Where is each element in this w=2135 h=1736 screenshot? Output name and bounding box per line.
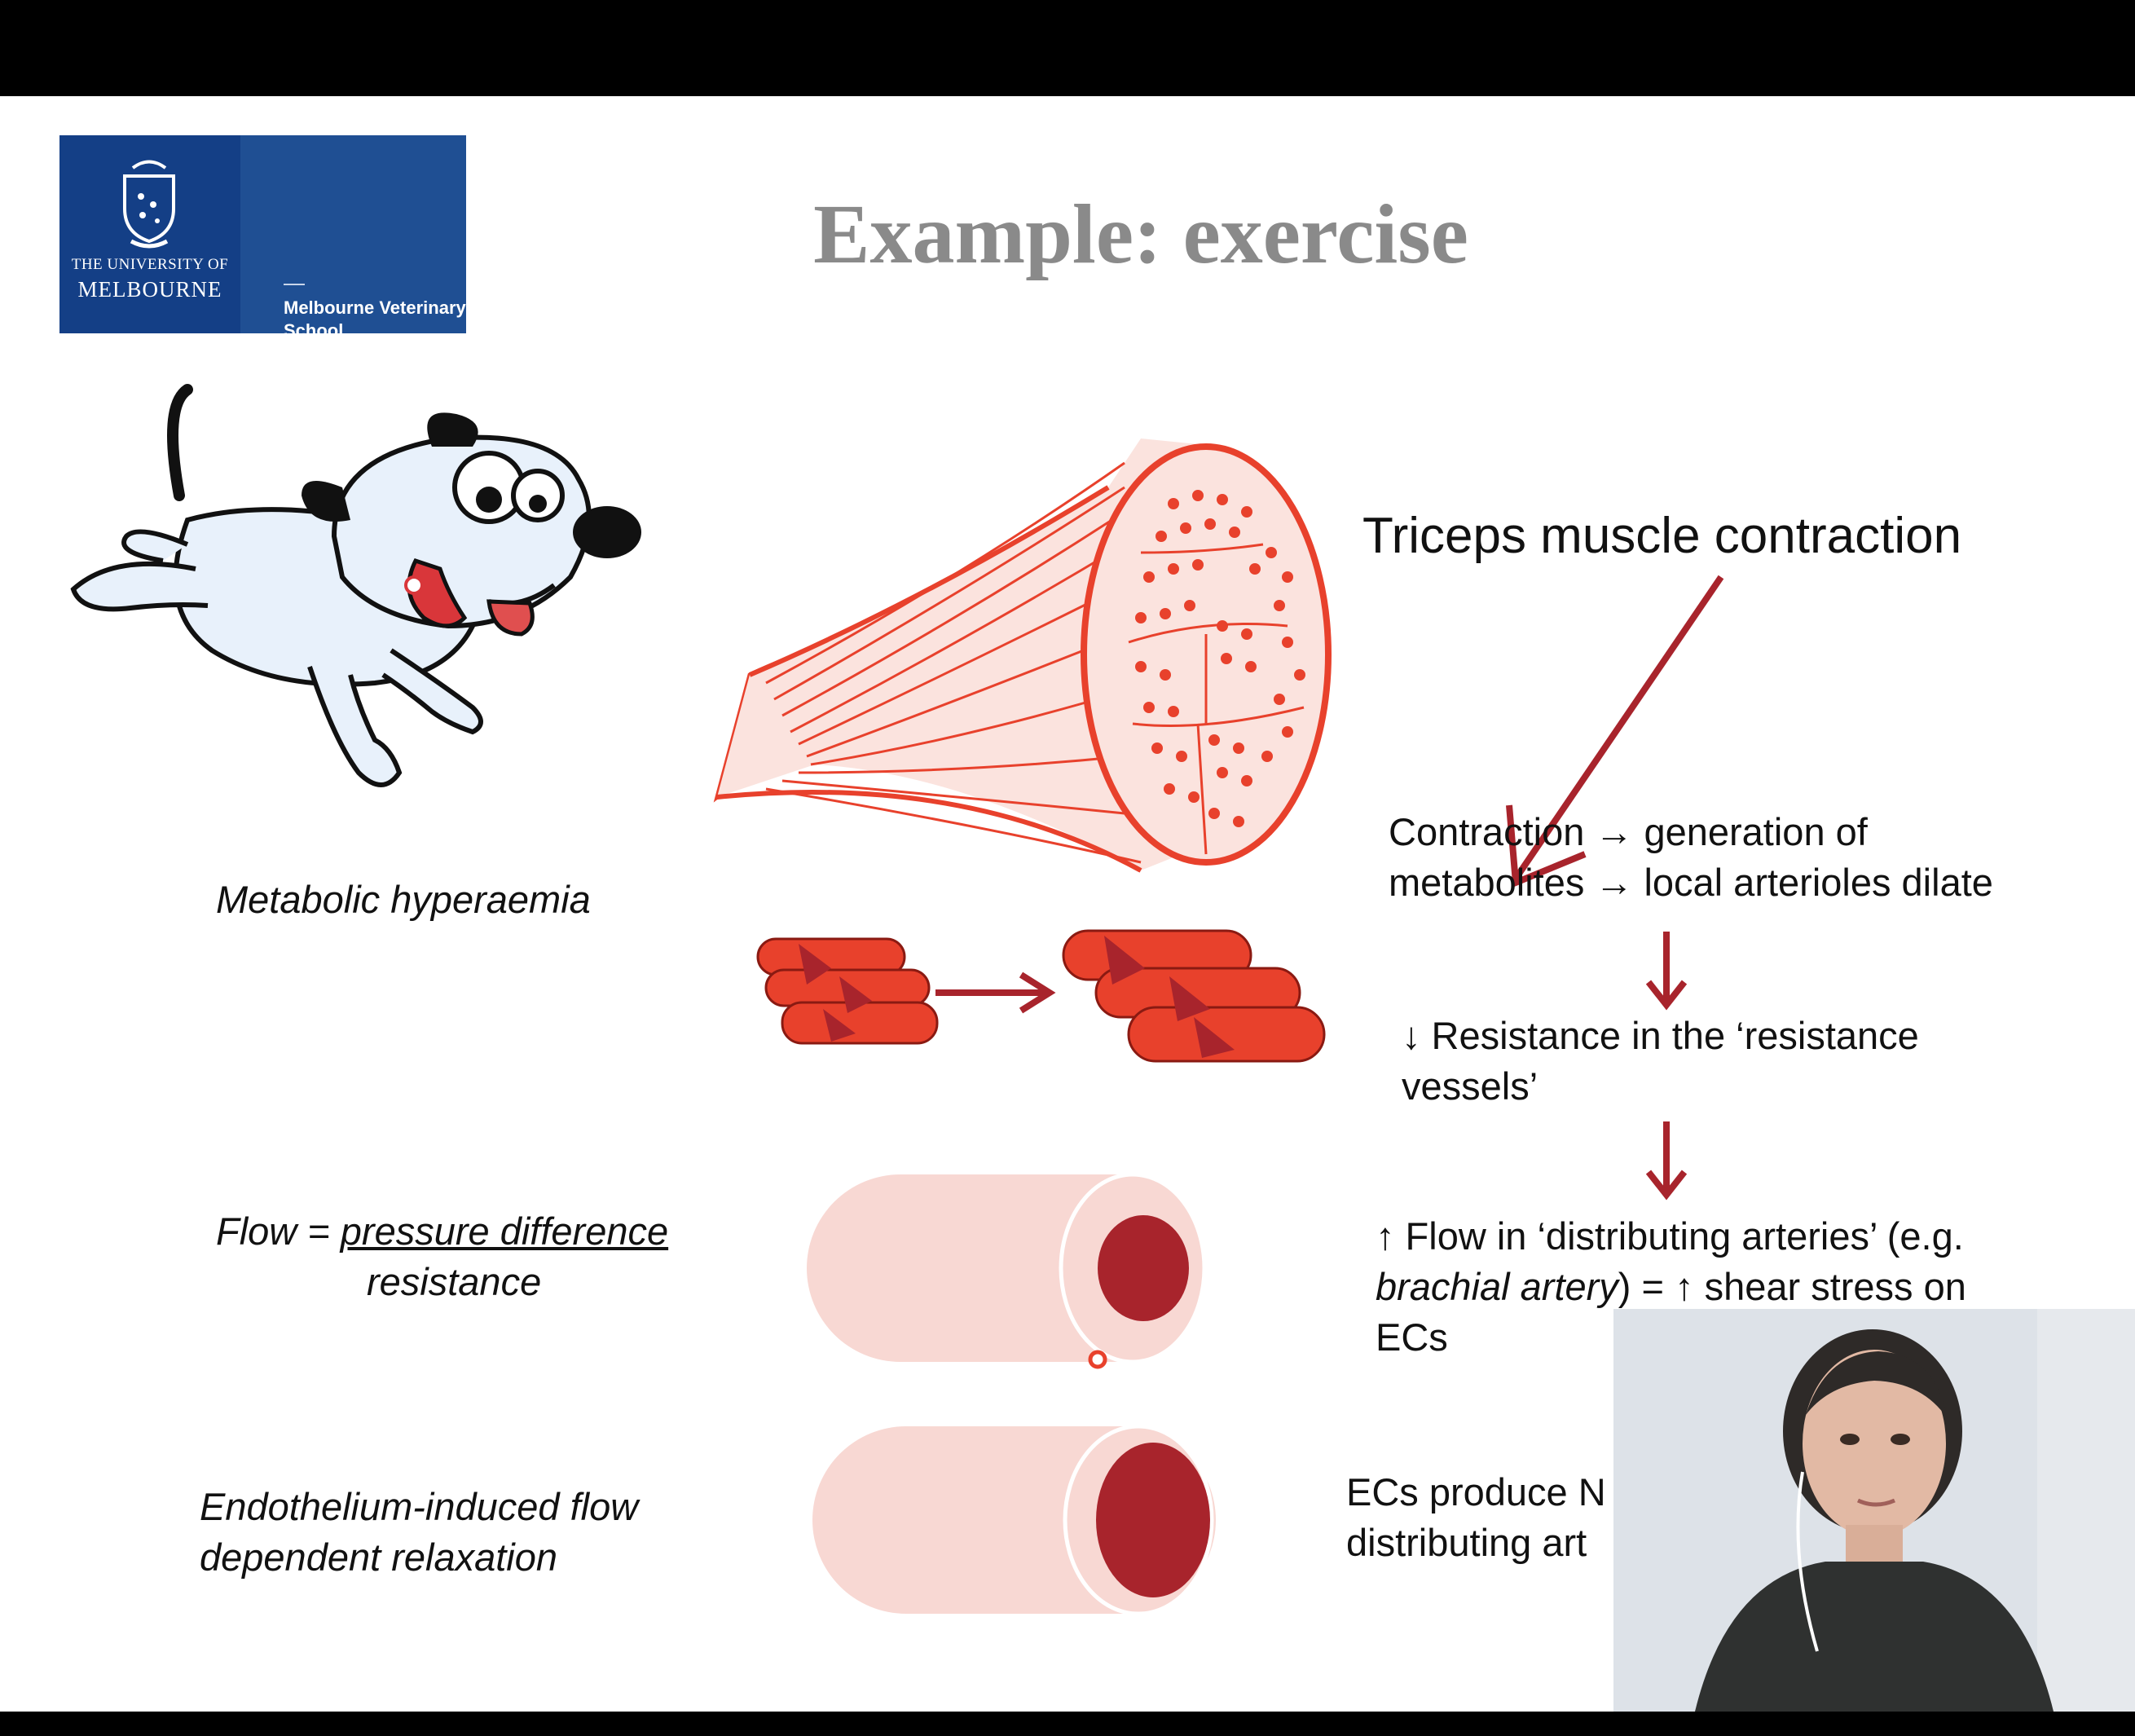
step-flow-brachial: brachial artery <box>1376 1265 1618 1308</box>
logo-school-name: Melbourne Veterinary School <box>284 297 466 342</box>
label-endothelium: Endothelium-induced flow dependent relax… <box>200 1482 638 1583</box>
down-arrow-icon <box>1645 932 1688 1011</box>
right-arrow-icon <box>935 972 1056 1014</box>
step-flow-line3: ECs <box>1376 1315 1448 1359</box>
step-flow-line1: ↑ Flow in ‘distributing arteries’ (e.g. <box>1376 1214 1964 1258</box>
step-contraction: Contraction → generation of metabolites … <box>1389 807 1993 908</box>
top-letterbox-bar <box>0 0 2135 96</box>
logo-crest-panel: THE UNIVERSITY OF MELBOURNE <box>59 135 240 333</box>
flow-formula-numerator-line: Flow = pressure difference <box>216 1206 668 1257</box>
muscle-fiber-illustration <box>713 438 1332 873</box>
bottom-letterbox-bar <box>0 1712 2135 1736</box>
presenter-avatar <box>1613 1309 2135 1712</box>
flow-formula-prefix: Flow = <box>216 1209 341 1253</box>
label-endothelium-line2: dependent relaxation <box>200 1536 558 1579</box>
presenter-webcam <box>1613 1309 2135 1712</box>
label-metabolic-hyperaemia: Metabolic hyperaemia <box>216 878 591 921</box>
logo-school-line1: Melbourne Veterinary <box>284 297 466 318</box>
dilated-artery-illustration <box>812 1424 1216 1616</box>
step-ecs-line2: distributing art <box>1346 1521 1587 1564</box>
step-resistance-line1: ↓ Resistance in the ‘resistance <box>1402 1014 1919 1057</box>
step-contraction-line2: metabolites → local arterioles dilate <box>1389 861 1993 904</box>
slide: THE UNIVERSITY OF MELBOURNE Melbourne Ve… <box>0 96 2135 1712</box>
running-dog-illustration <box>70 384 641 787</box>
step-ecs-line1: ECs produce N <box>1346 1470 1606 1513</box>
arterioles-dilated-illustration <box>1062 929 1326 1063</box>
step-contraction-line1: Contraction → generation of <box>1389 810 1868 853</box>
label-endothelium-line1: Endothelium-induced flow <box>200 1485 639 1528</box>
logo-university-line1: THE UNIVERSITY OF <box>71 256 229 273</box>
step-resistance: ↓ Resistance in the ‘resistance vessels’ <box>1402 1011 1919 1112</box>
flow-formula-denominator: resistance <box>367 1260 542 1303</box>
logo-divider <box>284 284 305 285</box>
slide-title: Example: exercise <box>813 187 1468 281</box>
flow-formula: Flow = pressure difference resistance <box>216 1206 668 1307</box>
step-flow: ↑ Flow in ‘distributing arteries’ (e.g. … <box>1376 1211 1966 1363</box>
flow-formula-numerator: pressure difference <box>340 1209 669 1253</box>
arterioles-constricted-illustration <box>756 937 939 1045</box>
logo-university-line2: MELBOURNE <box>77 277 222 302</box>
heading-triceps: Triceps muscle contraction <box>1362 508 1962 564</box>
diagonal-arrow-icon <box>1506 575 1724 888</box>
step-ecs: ECs produce N distributing art <box>1346 1467 1606 1568</box>
step-flow-line2: brachial artery) = ↑ shear stress on <box>1376 1262 1966 1312</box>
crest-icon <box>123 160 175 249</box>
artery-vessel-illustration <box>807 1172 1207 1369</box>
university-logo: THE UNIVERSITY OF MELBOURNE Melbourne Ve… <box>59 135 466 341</box>
down-arrow-icon <box>1645 1121 1688 1201</box>
step-resistance-line2: vessels’ <box>1402 1064 1539 1108</box>
step-flow-line2-rest: ) = ↑ shear stress on <box>1618 1265 1966 1308</box>
logo-school-line2: School <box>284 320 344 341</box>
